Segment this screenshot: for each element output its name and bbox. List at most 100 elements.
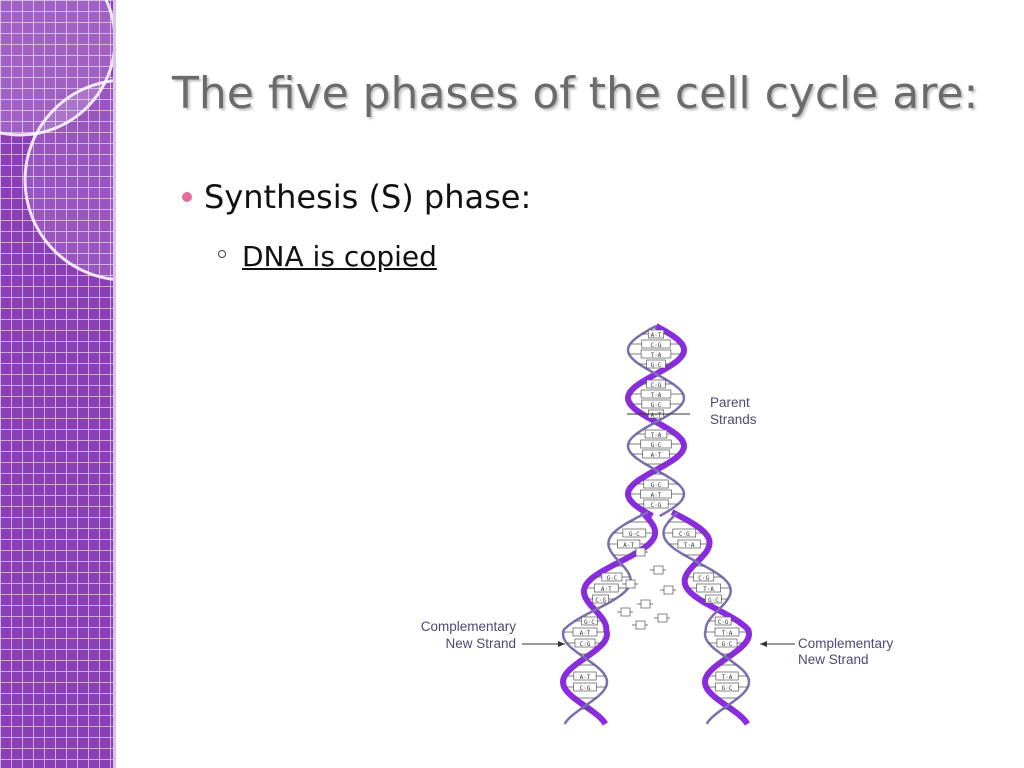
svg-text:A·T: A·T xyxy=(580,630,591,637)
svg-text:C·G: C·G xyxy=(651,382,662,389)
svg-text:A·T: A·T xyxy=(651,412,662,419)
base-pair: A·T xyxy=(628,489,684,499)
bullet-item: Synthesis (S) phase: xyxy=(182,178,531,216)
base-pair: A·T xyxy=(584,583,629,593)
free-nucleotide xyxy=(622,579,638,589)
svg-text:G·C: G·C xyxy=(629,531,640,538)
svg-text:A·T: A·T xyxy=(651,332,662,339)
base-pair: T·A xyxy=(668,539,710,549)
dna-copied-link[interactable]: DNA is copied xyxy=(242,240,437,273)
svg-text:G·C: G·C xyxy=(651,362,662,369)
parent-strands-label-2: Strands xyxy=(710,412,757,427)
free-nucleotide xyxy=(660,585,676,595)
base-pair: T·A xyxy=(628,389,684,399)
sub-bullet-item: DNA is copied xyxy=(218,240,437,273)
base-pair: A·T xyxy=(631,449,681,459)
slide-title: The five phases of the cell cycle are: xyxy=(172,68,979,119)
svg-text:G·C: G·C xyxy=(708,597,719,604)
svg-text:T·A: T·A xyxy=(684,542,695,549)
right-new-strand-label-2: New Strand xyxy=(798,652,869,667)
parent-strand-a xyxy=(624,323,688,519)
right-daughter-old-strand xyxy=(670,509,753,726)
right-daughter-new-strand xyxy=(662,511,751,725)
base-pair: A·T xyxy=(642,329,670,339)
svg-text:C·G: C·G xyxy=(679,531,690,538)
base-pair: T·A xyxy=(686,583,731,593)
bullet-text: Synthesis (S) phase: xyxy=(204,178,532,216)
base-pair: C·G xyxy=(564,682,606,692)
left-arrowhead-icon xyxy=(558,641,565,647)
base-pair: C·G xyxy=(663,528,706,538)
svg-text:A·T: A·T xyxy=(580,674,591,681)
base-pair: C·G xyxy=(633,499,679,509)
base-pair: C·G xyxy=(638,379,674,389)
svg-text:A·T: A·T xyxy=(601,586,612,593)
base-pair: G·C xyxy=(708,638,746,648)
parent-strands-label-1: Parent xyxy=(710,395,750,410)
svg-text:G·C: G·C xyxy=(606,575,617,582)
svg-text:T·A: T·A xyxy=(722,630,733,637)
base-pair: G·C xyxy=(630,399,682,409)
base-pair: C·G xyxy=(708,616,738,626)
bullet-dot-icon xyxy=(182,192,192,202)
free-nucleotide xyxy=(632,547,648,557)
svg-text:C·G: C·G xyxy=(651,502,662,509)
free-nucleotide xyxy=(654,613,670,623)
dna-replication-diagram: A·T C·G T·A G·C C·G T·A G·C A·T T·A G·C A·T G·C A·T C… xyxy=(421,323,894,726)
left-new-strand-label-1: Complementary xyxy=(421,619,517,634)
base-pair: A·T xyxy=(608,539,650,549)
right-new-strand-label-1: Complementary xyxy=(798,636,894,651)
svg-text:T·A: T·A xyxy=(722,674,733,681)
svg-text:A·T: A·T xyxy=(651,452,662,459)
base-pair: C·G xyxy=(630,339,682,349)
decorative-rings xyxy=(0,0,113,281)
svg-text:A·T: A·T xyxy=(651,492,662,499)
svg-text:G·C: G·C xyxy=(722,685,733,692)
svg-text:C·G: C·G xyxy=(580,685,591,692)
svg-text:C·G: C·G xyxy=(580,641,591,648)
base-pair: T·A xyxy=(628,349,684,359)
svg-text:T·A: T·A xyxy=(703,586,714,593)
right-arrowhead-icon xyxy=(760,641,767,647)
base-pair: G·C xyxy=(698,594,728,604)
svg-text:G·C: G·C xyxy=(584,619,595,626)
base-pair: G·C xyxy=(574,616,604,626)
decorative-sidebar xyxy=(0,0,113,768)
base-pair: G·C xyxy=(638,359,674,369)
base-pair: T·A xyxy=(706,671,748,681)
base-pair: T·A xyxy=(705,627,749,637)
free-nucleotide xyxy=(637,599,653,609)
base-pair: G·C xyxy=(633,479,679,489)
dna-base-pairs: A·T C·G T·A G·C C·G T·A G·C A·T T·A G·C A·T G·C A·T C… xyxy=(563,329,749,710)
sub-bullet-circle-icon xyxy=(218,250,226,258)
free-nucleotide xyxy=(617,607,633,617)
svg-text:C·G: C·G xyxy=(651,342,662,349)
svg-text:T·A: T·A xyxy=(651,352,662,359)
svg-text:C·G: C·G xyxy=(718,619,729,626)
base-pair: A·T xyxy=(563,627,607,637)
dna-strands xyxy=(559,323,753,726)
free-nucleotide xyxy=(650,565,666,575)
base-pair: C·G xyxy=(586,594,616,604)
svg-text:G·C: G·C xyxy=(651,442,662,449)
parent-strand-b xyxy=(626,324,686,518)
base-pair: G·C xyxy=(593,572,631,582)
base-pair: C·G xyxy=(685,572,722,582)
svg-text:T·A: T·A xyxy=(651,392,662,399)
base-pair: C·G xyxy=(566,638,604,648)
base-pair: T·A xyxy=(636,429,676,439)
left-daughter-new-strand xyxy=(561,510,649,725)
base-pair: A·T xyxy=(564,671,606,681)
svg-text:G·C: G·C xyxy=(722,641,733,648)
free-nucleotide xyxy=(632,620,648,630)
base-pair: G·C xyxy=(613,528,656,538)
svg-text:A·T: A·T xyxy=(623,542,634,549)
svg-text:G·C: G·C xyxy=(651,402,662,409)
base-pair: G·C xyxy=(706,682,748,692)
svg-text:C·G: C·G xyxy=(698,575,709,582)
base-pair: G·C xyxy=(628,439,684,449)
svg-text:C·G: C·G xyxy=(595,597,606,604)
left-new-strand-label-2: New Strand xyxy=(445,636,516,651)
svg-text:G·C: G·C xyxy=(651,482,662,489)
